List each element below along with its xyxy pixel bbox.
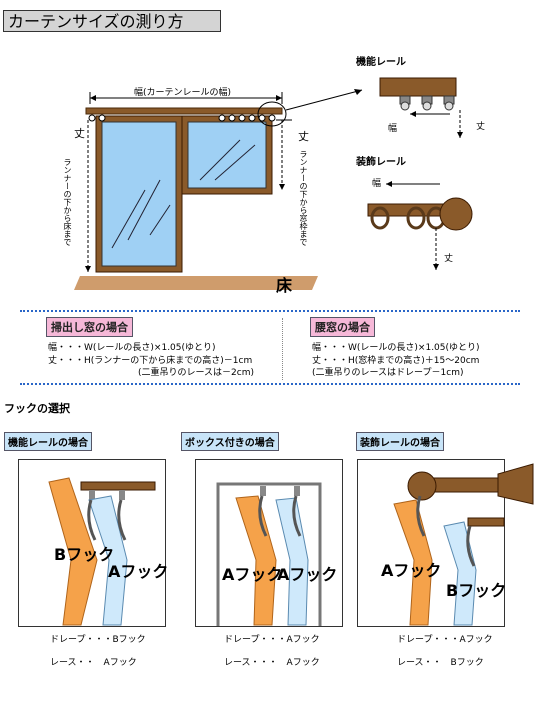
width-label: 幅(カーテンレールの幅) [134,88,232,98]
panel-3-hook-right: Bフック [446,581,507,600]
hook-panel-1-drawing [48,477,156,626]
hooks-heading: フックの選択 [4,402,70,415]
bay-window-tag: 掃出し窓の場合 [46,317,133,337]
hook-panel-3 [357,459,534,627]
panel-2-lace: レース・・・ Aフック [224,658,320,668]
vertical-left-label: ランナーの下から床まで [63,158,72,246]
functional-width-label: 幅 [388,124,398,134]
bay-line1: 幅・・・W(レールの長さ)×1.05(ゆとり) [48,343,216,353]
hook-panel-3-label: 装飾レールの場合 [356,432,444,451]
decorative-rail-diagram [367,181,473,270]
length-right-label: 丈 [298,130,309,143]
decorative-width-label: 幅 [372,179,382,189]
functional-length-label: 丈 [476,122,486,132]
hook-panel-2 [195,459,343,627]
panel-2-hook-right: Aフック [277,565,338,584]
window-diagram [74,89,363,290]
length-left-label: 丈 [74,127,85,140]
panel-3-lace: レース・・ Bフック [397,658,484,668]
page-title: カーテンサイズの測り方 [3,10,221,32]
hook-panel-1 [18,459,166,627]
vertical-divider [282,318,283,380]
functional-rail-title: 機能レール [356,57,406,68]
section-divider-2 [20,383,520,385]
waist-line3: (二重吊りのレースはドレープ－1cm) [312,368,464,378]
waist-window-tag: 腰窓の場合 [310,317,375,337]
floor-label: 床 [276,276,293,295]
panel-3-drape: ドレープ・・・Aフック [397,635,493,645]
panel-1-hook-right: Aフック [108,562,169,581]
hook-panel-3-drawing [393,463,534,626]
section-divider [20,310,520,312]
decorative-length-label: 丈 [444,254,454,264]
panel-2-drape: ドレープ・・・Aフック [224,635,320,645]
panel-3-hook-left: Aフック [381,561,442,580]
vertical-right-label: ランナーの下から窓枠まで [299,150,308,246]
bay-line3: (二重吊りのレースは－2cm) [138,368,255,378]
panel-1-drape: ドレープ・・・Bフック [50,635,146,645]
panel-2-hook-left: Aフック [222,565,283,584]
waist-line2: 丈・・・H(窓枠までの高さ)＋15～20cm [312,356,480,366]
functional-rail-diagram [379,77,463,138]
bay-line2: 丈・・・H(ランナーの下から床までの高さ)－1cm [48,356,253,366]
hook-panel-2-drawing [216,482,322,626]
waist-line1: 幅・・・W(レールの長さ)×1.05(ゆとり) [312,343,480,353]
decorative-rail-title: 装飾レール [356,157,406,168]
hook-panel-1-label: 機能レールの場合 [4,432,92,451]
hook-panel-2-label: ボックス付きの場合 [181,432,279,451]
panel-1-hook-left: Bフック [54,545,115,564]
panel-1-lace: レース・・ Aフック [50,658,137,668]
